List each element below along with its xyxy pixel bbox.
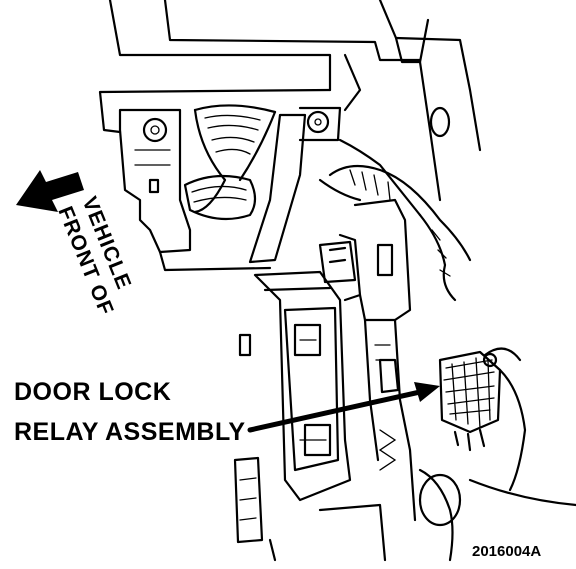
relay-bracket [253,233,362,502]
callout-arrowhead [414,382,440,402]
wire-harness-right [318,138,472,302]
left-bracket [118,108,272,272]
figure-id: 2016004A [472,543,541,560]
arrow-up-left-icon [16,170,84,212]
dashboard-panel [98,0,482,202]
center-strut [248,106,342,264]
callout-line-2: RELAY ASSEMBLY [14,418,246,446]
floor-contour [378,429,576,562]
right-bracket [353,198,417,522]
wire-harness-upper [183,104,277,221]
front-of-vehicle-label: FRONT OF VEHICLE [53,194,135,319]
callout-leader-line [247,389,423,433]
lower-left-parts [233,333,387,562]
callout-line-1: DOOR LOCK [14,378,171,406]
door-lock-relay [438,347,527,492]
